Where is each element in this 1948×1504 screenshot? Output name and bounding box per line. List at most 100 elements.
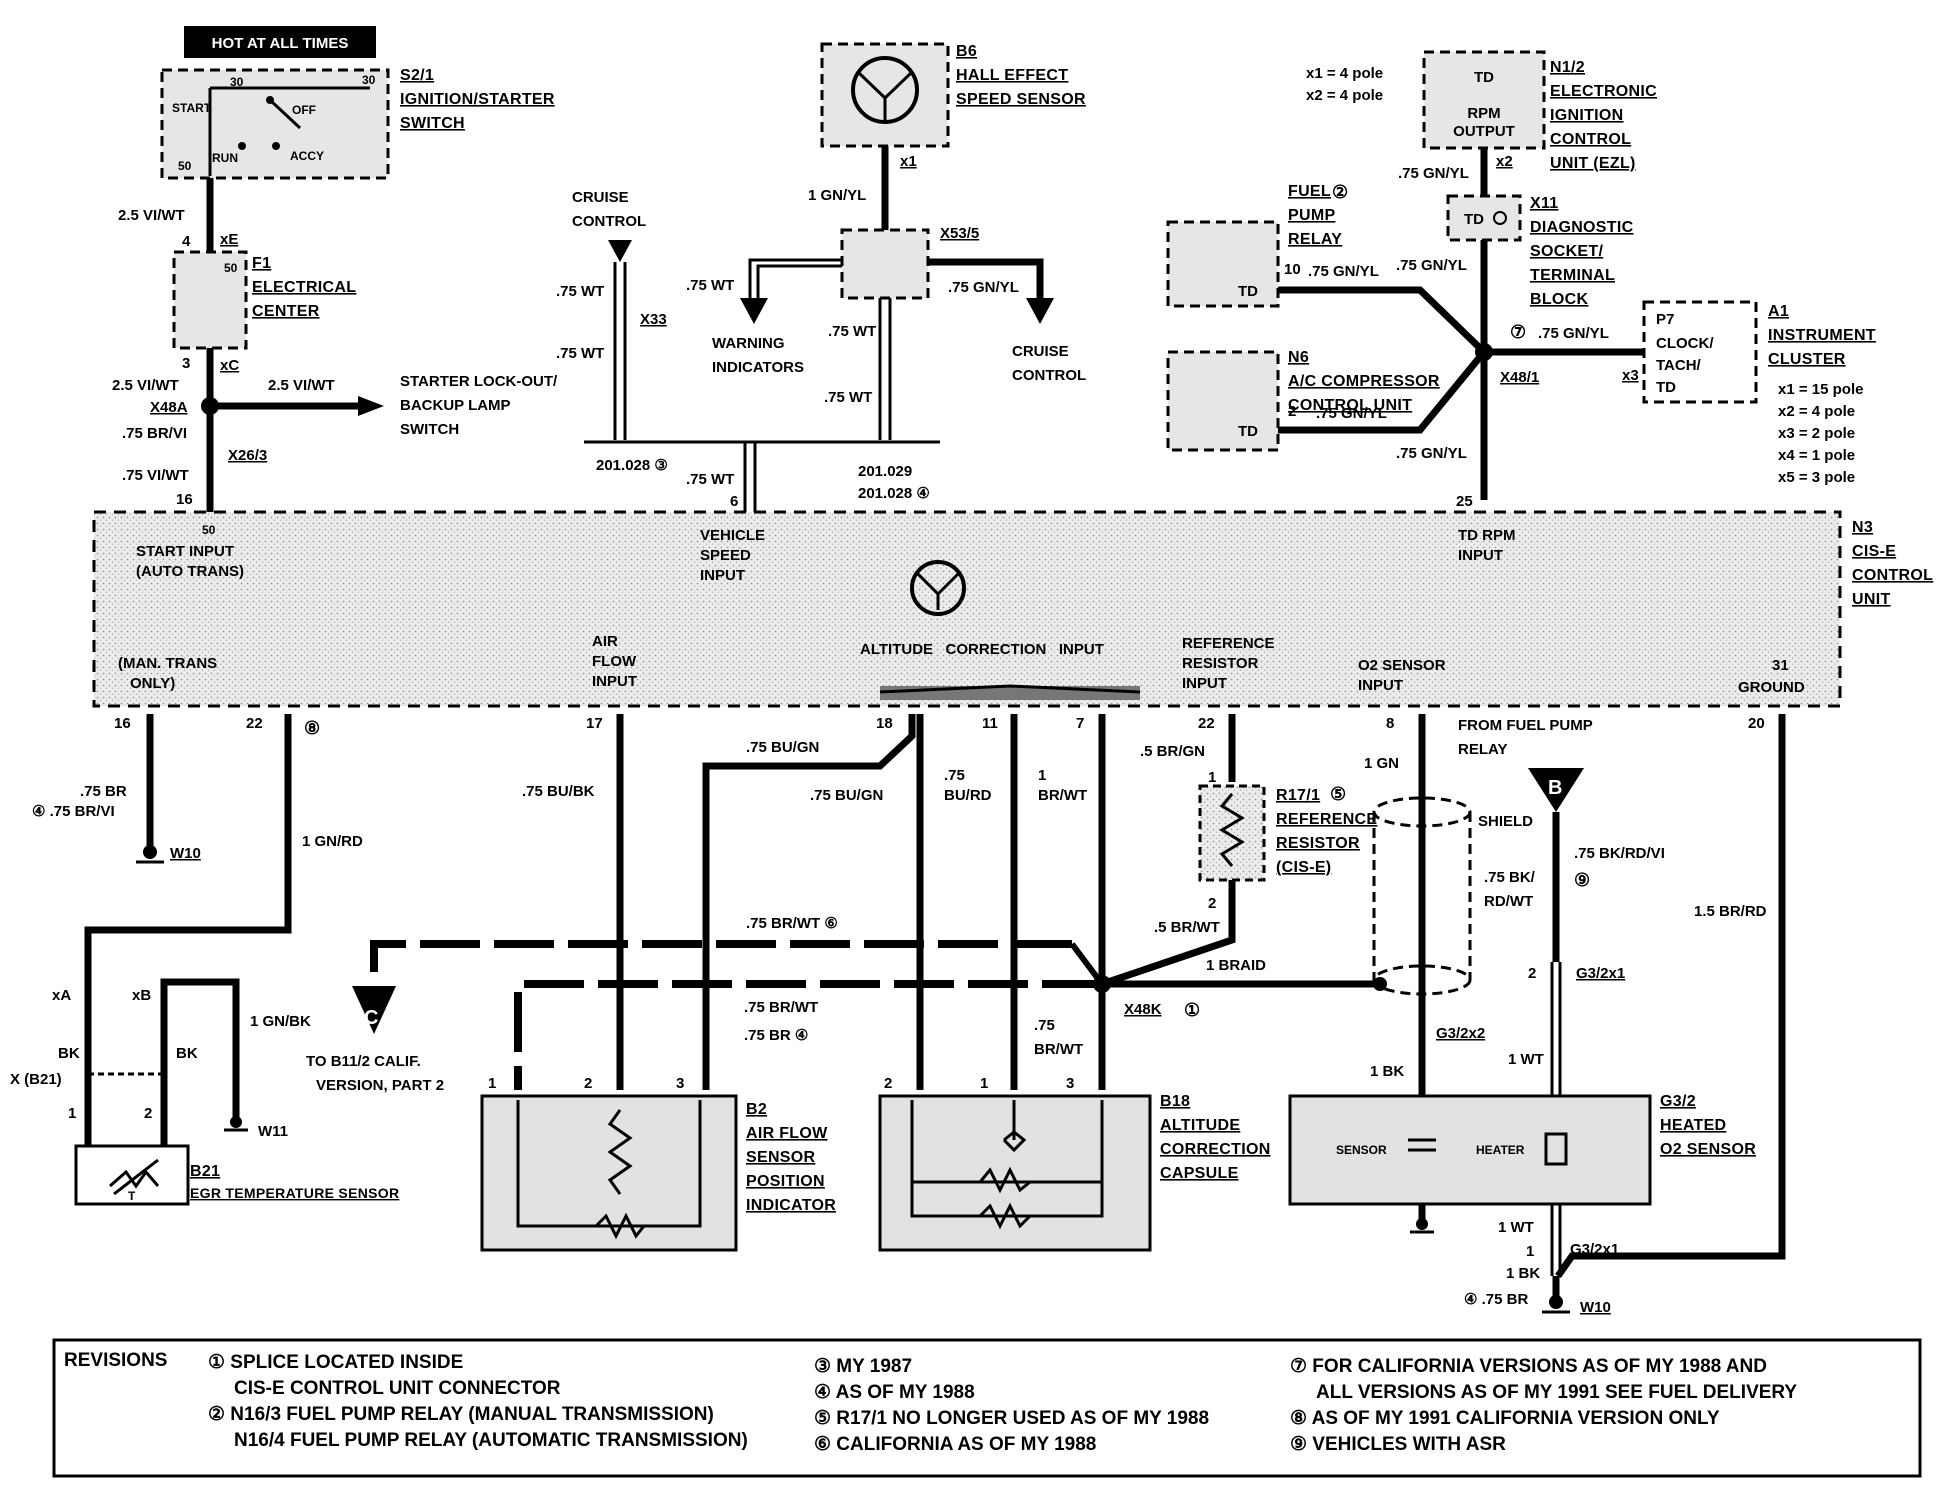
components-r171-id-label: R17/1 [1276,787,1320,804]
labels-wbugn2-label: .75 BU/GN [810,787,883,804]
components-f1-name1-label: ELECTRICAL [252,279,356,296]
labels-wbk2a-label: .75 BK/ [1484,869,1536,886]
components-n6-name2-label: CONTROL UNIT [1288,397,1412,414]
labels-w15-label: .75 GN/YL [1308,263,1379,280]
revision-item: ⑤ R17/1 NO LONGER USED AS OF MY 1988 [814,1408,1209,1429]
components-fuel-pump-name1-label: FUEL [1288,183,1331,200]
components-s21-run-label: RUN [212,151,238,165]
egr-temperature-sensor: T [74,1144,190,1206]
components-n3-air1-label: AIR [592,633,618,650]
labels-x33-label: X33 [640,311,667,328]
labels-bk2-label: 1 BK [1506,1265,1540,1282]
components-r171-name1-label: REFERENCE [1276,811,1377,828]
labels-c-label: C [364,1007,378,1029]
labels-p3-label: 3 [676,1075,684,1092]
components-n12-id-label: N1/2 [1550,59,1585,76]
components-r171-name3-label: (CIS-E) [1276,859,1331,876]
components-n3-ref2-label: RESISTOR [1182,655,1259,672]
components-x11-td-label: TD [1464,211,1484,228]
components-n3-ref1-label: REFERENCE [1182,635,1275,652]
labels-fuel1-label: FROM FUEL PUMP [1458,717,1593,734]
revision-item: ⑧ AS OF MY 1991 CALIFORNIA VERSION ONLY [1290,1408,1720,1429]
hot-label-box [184,26,376,58]
revision-item: ⑥ CALIFORNIA AS OF MY 1988 [814,1434,1096,1455]
labels-p3-label: 3 [1066,1075,1074,1092]
labels-w16a-label: .75 BR [80,783,127,800]
labels-w11b-label: BU/RD [944,787,992,804]
labels-warn1-label: WARNING [712,335,785,352]
components-n3-air2-label: FLOW [592,653,637,670]
s21-id: S2/1 [400,67,434,84]
components-a1-poles-1-label: x2 = 4 pole [1778,403,1855,420]
components-b21-t-label: T [128,1189,136,1203]
labels-shield-label: SHIELD [1478,813,1533,830]
components-b2-name2-label: SENSOR [746,1149,816,1166]
labels-x1-label: x1 [900,153,917,170]
fuel-pump-relay: TD [1166,220,1280,308]
labels-fuel2-label: RELAY [1458,741,1507,758]
revisions-title: REVISIONS [64,1350,167,1371]
labels-pin2-label: 2 [584,1075,592,1092]
labels-ref2012-label: 201.029 [858,463,912,480]
labels-w10a-label: W10 [170,845,201,862]
labels-p6-label: 6 [730,493,738,510]
revision-item: ALL VERSIONS AS OF MY 1991 SEE FUEL DELI… [1316,1382,1797,1403]
components-s21-t50-label: 50 [178,159,192,173]
revision-item: ③ MY 1987 [814,1356,912,1377]
components-a1-x-label: x3 [1622,367,1639,384]
labels-w10b-label: W10 [1580,1299,1611,1316]
components-n12-name4-label: UNIT (EZL) [1550,155,1636,172]
labels-w22-label: 1 GN/RD [302,833,363,850]
labels-bkA-label: BK [58,1045,80,1062]
labels-pin1-label: 1 [68,1105,76,1122]
components-fuel-pump-td-label: TD [1238,283,1258,300]
labels-b-label: B [1548,777,1562,799]
components-a1-l2-label: TACH/ [1656,357,1702,374]
labels-wt2-label: 1 WT [1498,1219,1534,1236]
labels-starter1-label: STARTER LOCK-OUT/ [400,373,558,390]
components-b18-id-label: B18 [1160,1093,1190,1110]
components-x11-name1-label: DIAGNOSTIC [1530,219,1634,236]
labels-p7-label: 7 [1076,715,1084,732]
components-fuel-pump-ref-label: ② [1332,182,1348,202]
labels-w4-label: .75 WT [828,323,876,340]
cis-e-control-unit [92,510,1842,708]
labels-x48k-label: X48K [1124,1001,1162,1018]
labels-w8-label: 2.5 VI/WT [118,207,185,224]
labels-xb21-label: X (B21) [10,1071,62,1088]
ignition-starter-switch: 30 30 START OFF RUN ACCY 50 [160,68,390,180]
components-n3-id-label: N3 [1852,519,1873,536]
instrument-cluster: P7 CLOCK/ TACH/ TD [1642,300,1758,404]
labels-w7a-label: 1 [1038,767,1046,784]
labels-xB-label: xB [132,987,151,1004]
components-n3-td1-label: TD RPM [1458,527,1516,544]
labels-p8-label: 8 [1386,715,1394,732]
components-n3-alt-label: ALTITUDE CORRECTION INPUT [860,641,1104,658]
components-x11-name4-label: BLOCK [1530,291,1589,308]
labels-brwt5-label: .5 BR/WT [1154,919,1220,936]
components-a1-id-label: A1 [1768,303,1789,320]
components-fuel-pump-pin-label: 10 [1284,261,1301,278]
labels-bk1-label: 1 BK [1370,1063,1404,1080]
labels-wt1-label: 1 WT [1508,1051,1544,1068]
components-n3-veh2-label: SPEED [700,547,751,564]
components-a1-poles-3-label: x4 = 1 pole [1778,447,1855,464]
labels-xC-label: xC [220,357,239,374]
components-n12-rpm1-label: RPM [1467,105,1500,122]
components-s21-off-label: OFF [292,103,316,117]
ignition-control-unit: TD RPM OUTPUT [1422,50,1546,150]
components-n3-td2-label: INPUT [1458,547,1503,564]
revisions-box: REVISIONS ① SPLICE LOCATED INSIDE CIS-E … [52,1338,1922,1478]
labels-pin2-label: 2 [1528,965,1536,982]
diagnostic-socket: TD [1446,194,1522,242]
labels-cruise2-label: CONTROL [572,213,646,230]
labels-w14-label: .75 GN/YL [1396,257,1467,274]
labels-p11-label: 11 [982,715,998,732]
altitude-correction-capsule [878,1094,1152,1252]
labels-w10-label: 2.5 VI/WT [268,377,335,394]
splice-x53-5 [840,228,930,300]
labels-starter3-label: SWITCH [400,421,459,438]
labels-p25-label: 25 [1456,493,1473,510]
components-b18-name2-label: CORRECTION [1160,1141,1271,1158]
components-g32-name1-label: HEATED [1660,1117,1726,1134]
